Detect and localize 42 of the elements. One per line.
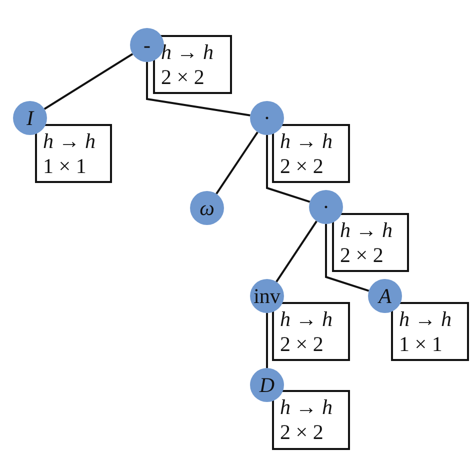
operator-circle [250, 101, 284, 135]
dimension-text: 2 × 2 [280, 332, 324, 358]
operator-circle [368, 279, 402, 313]
type-signature: h → h [280, 395, 334, 420]
dimension-text: 2 × 2 [161, 65, 206, 90]
type-box [272, 124, 350, 183]
type-signature: h → h [280, 129, 334, 154]
type-box [35, 124, 112, 183]
tree-edge [266, 313, 268, 368]
operator-circle [190, 191, 224, 225]
operator-symbol: I [26, 108, 34, 128]
tree-edge [146, 62, 250, 116]
type-signature: h → h [399, 307, 452, 332]
type-signature: h → h [43, 129, 96, 154]
dimension-text: 1 × 1 [399, 332, 444, 358]
type-box [272, 390, 350, 450]
tree-edge [216, 132, 258, 194]
operator-circle [250, 279, 284, 313]
dimension-text: 2 × 2 [280, 154, 324, 180]
type-signature: h → h [280, 307, 334, 332]
operator-symbol: D [259, 374, 275, 396]
dimension-text: 2 × 2 [280, 420, 324, 446]
type-box [153, 35, 232, 94]
tree-edge [266, 135, 310, 203]
operator-symbol: - [144, 34, 150, 56]
dimension-text: 2 × 2 [340, 243, 384, 268]
operator-symbol: ω [200, 198, 214, 218]
tree-edge [44, 53, 134, 110]
type-box [272, 302, 350, 361]
operator-symbol: · [264, 108, 270, 128]
type-box [332, 213, 409, 272]
operator-symbol: · [322, 196, 330, 218]
operator-symbol: A [378, 286, 392, 306]
tree-edge [276, 220, 318, 282]
type-signature: h → h [340, 218, 394, 244]
tree-edge [325, 224, 370, 292]
type-signature: h → h [161, 40, 214, 66]
dimension-text: 1 × 1 [43, 154, 88, 180]
operator-symbol: inv [254, 286, 280, 306]
type-box [391, 302, 469, 361]
operator-circle [309, 190, 343, 224]
operator-circle [13, 101, 47, 135]
